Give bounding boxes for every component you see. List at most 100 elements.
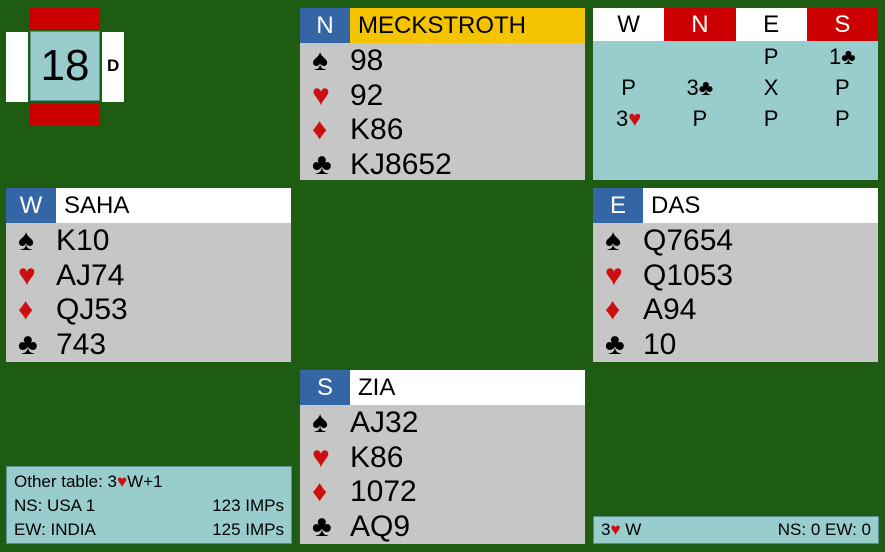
east-diamonds-row: ♦ A94 — [605, 293, 878, 328]
south-spades-row: ♠ AJ32 — [312, 406, 585, 441]
south-hearts: K86 — [350, 440, 404, 474]
diamond-icon: ♦ — [605, 293, 621, 327]
diamond-icon: ♦ — [312, 475, 328, 509]
heart-icon: ♥ — [117, 472, 128, 491]
club-icon: ♣ — [18, 327, 38, 361]
south-diamonds-row: ♦ 1072 — [312, 475, 585, 510]
north-diamonds: K86 — [350, 113, 404, 147]
contract-panel: 3♥ W NS: 0 EW: 0 — [593, 516, 879, 544]
west-player-name: SAHA — [64, 191, 130, 219]
other-table-outcome: W+1 — [127, 472, 163, 491]
north-spades-row: ♠ 98 — [312, 44, 585, 79]
bid-cell: 1♣ — [829, 43, 856, 69]
west-hearts-row: ♥ AJ74 — [18, 259, 291, 294]
other-table-result: Other table: 3♥W+1 — [14, 470, 284, 494]
bid-header-west: W — [593, 8, 665, 41]
spade-icon: ♠ — [312, 406, 328, 440]
north-player-name: MECKSTROTH — [350, 8, 585, 43]
west-diamonds: QJ53 — [56, 293, 128, 327]
west-clubs-row: ♣ 743 — [18, 328, 291, 363]
south-suits: ♠ AJ32 ♥ K86 ♦ 1072 ♣ AQ9 — [300, 405, 585, 544]
west-suits: ♠ K10 ♥ AJ74 ♦ QJ53 ♣ 743 — [6, 223, 291, 362]
east-clubs: 10 — [643, 327, 677, 361]
east-spades-row: ♠ Q7654 — [605, 224, 878, 259]
south-clubs: AQ9 — [350, 509, 411, 543]
east-clubs-row: ♣ 10 — [605, 328, 878, 363]
board-number: 18 — [30, 31, 100, 101]
east-suits: ♠ Q7654 ♥ Q1053 ♦ A94 ♣ 10 — [593, 223, 878, 362]
bidding-sequence: P 1♣ P 3♣ X P 3♥ P P P — [593, 41, 878, 134]
north-clubs-row: ♣ KJ8652 — [312, 148, 585, 183]
bid-cell: X — [763, 74, 779, 100]
north-hand: N MECKSTROTH ♠ 98 ♥ 92 ♦ K86 ♣ KJ8652 — [300, 8, 585, 182]
diamond-icon: ♦ — [312, 113, 328, 147]
west-header: W SAHA — [6, 188, 291, 223]
heart-icon: ♥ — [312, 78, 330, 112]
north-spades: 98 — [350, 44, 384, 78]
bid-cell: P — [692, 105, 708, 131]
west-spades-row: ♠ K10 — [18, 224, 291, 259]
contract-declarer: W — [620, 520, 642, 539]
north-suits: ♠ 98 ♥ 92 ♦ K86 ♣ KJ8652 — [300, 43, 585, 182]
east-player-name: DAS — [651, 191, 701, 219]
south-spades: AJ32 — [350, 406, 419, 440]
current-score: NS: 0 EW: 0 — [777, 520, 871, 539]
west-spades: K10 — [56, 224, 110, 258]
south-hand: S ZIA ♠ AJ32 ♥ K86 ♦ 1072 ♣ AQ9 — [300, 370, 585, 544]
bid-cell: P — [835, 105, 850, 131]
bid-cell — [664, 41, 735, 72]
west-clubs: 743 — [56, 327, 107, 361]
west-seat-label: W — [6, 188, 56, 223]
bid-cell — [593, 41, 664, 72]
west-hearts: AJ74 — [56, 258, 125, 292]
spade-icon: ♠ — [312, 44, 328, 78]
north-diamonds-row: ♦ K86 — [312, 113, 585, 148]
east-spades: Q7654 — [643, 224, 734, 258]
east-hearts: Q1053 — [643, 258, 734, 292]
ew-imps: 125 IMPs — [212, 520, 284, 539]
vulnerability-bar-north — [30, 8, 100, 30]
diamond-icon: ♦ — [18, 293, 34, 327]
club-icon: ♣ — [312, 147, 332, 181]
other-table-label: Other table: 3 — [14, 472, 118, 491]
east-hand: E DAS ♠ Q7654 ♥ Q1053 ♦ A94 ♣ 10 — [593, 188, 878, 362]
current-contract: 3♥ W — [601, 520, 641, 540]
bid-cell: P — [835, 74, 850, 100]
south-diamonds: 1072 — [350, 475, 417, 509]
south-hearts-row: ♥ K86 — [312, 441, 585, 476]
west-hand: W SAHA ♠ K10 ♥ AJ74 ♦ QJ53 ♣ 743 — [6, 188, 291, 362]
bid-cell: P — [763, 105, 779, 131]
other-table-panel: Other table: 3♥W+1 NS: USA 1 123 IMPs EW… — [6, 466, 292, 544]
bid-cell: P — [621, 74, 636, 100]
vulnerability-bar-west — [6, 32, 28, 102]
board-indicator: 18 D — [6, 8, 124, 126]
ew-team: EW: INDIA — [14, 520, 96, 539]
ew-score-row: EW: INDIA 125 IMPs — [14, 518, 284, 542]
east-diamonds: A94 — [643, 293, 697, 327]
bid-cell: 3♣ — [686, 74, 714, 100]
north-clubs: KJ8652 — [350, 147, 452, 181]
spade-icon: ♠ — [605, 224, 621, 258]
vulnerability-bar-south — [30, 104, 100, 126]
bid-header-north: N — [664, 8, 736, 41]
bidding-panel: W N E S P 1♣ P 3♣ X P 3♥ P P P — [593, 8, 878, 180]
bid-header-south: S — [806, 8, 878, 41]
bid-cell: 3♥ — [615, 105, 642, 131]
east-header: E DAS — [593, 188, 878, 223]
heart-icon: ♥ — [312, 440, 330, 474]
north-hearts-row: ♥ 92 — [312, 79, 585, 114]
west-diamonds-row: ♦ QJ53 — [18, 293, 291, 328]
ns-imps: 123 IMPs — [212, 496, 284, 515]
heart-icon: ♥ — [610, 520, 621, 539]
heart-icon: ♥ — [18, 258, 36, 292]
club-icon: ♣ — [312, 509, 332, 543]
south-header: S ZIA — [300, 370, 585, 405]
ns-score-row: NS: USA 1 123 IMPs — [14, 494, 284, 518]
bidding-header: W N E S — [593, 8, 878, 41]
vulnerability-bar-east — [102, 32, 124, 102]
north-seat-label: N — [300, 8, 350, 43]
heart-icon: ♥ — [605, 258, 623, 292]
south-clubs-row: ♣ AQ9 — [312, 510, 585, 545]
contract-level: 3 — [601, 520, 611, 539]
south-player-name: ZIA — [358, 373, 396, 401]
